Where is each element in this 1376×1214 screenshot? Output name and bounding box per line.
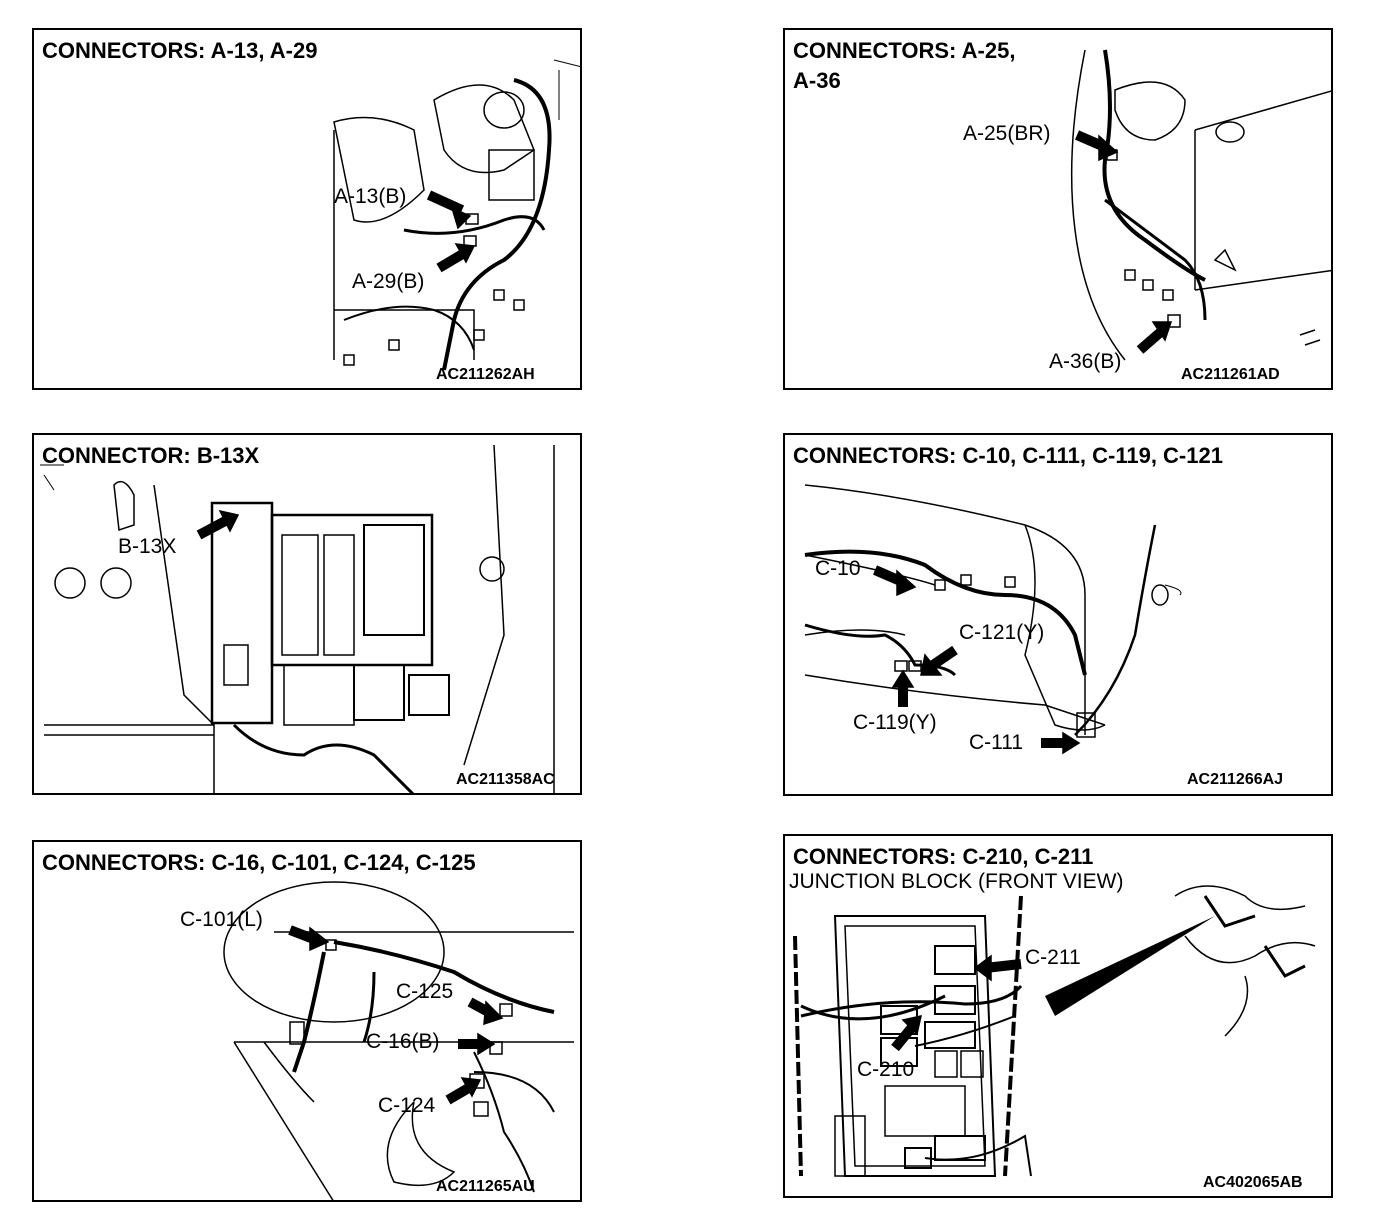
panel-title: CONNECTOR: B-13X bbox=[42, 443, 260, 468]
engine-bay-illustration bbox=[1070, 49, 1331, 361]
figure-code: AC211266AJ bbox=[1187, 771, 1284, 788]
diagram-panel-a25-a36: CONNECTORS: A-25, A-36 A-25(BR) A-36(B) … bbox=[783, 28, 1333, 390]
engine-harness-illustration bbox=[333, 59, 580, 371]
steering-column-harness-illustration bbox=[223, 881, 574, 1200]
diagram-panel-c10-c111-c119-c121: CONNECTORS: C-10, C-111, C-119, C-121 C-… bbox=[783, 433, 1333, 796]
figure-code: AC402065AB bbox=[1203, 1174, 1303, 1191]
fuse-box-illustration bbox=[40, 444, 555, 793]
figure-code: AC211265AU bbox=[436, 1178, 535, 1195]
callout-c101: C-101(L) bbox=[180, 908, 263, 931]
callout-a25: A-25(BR) bbox=[963, 122, 1051, 145]
arrow-c210 bbox=[891, 1022, 917, 1052]
figure-code: AC211358AC bbox=[456, 771, 555, 788]
zoom-pointer bbox=[1045, 916, 1215, 1016]
diagram-panel-b13x: CONNECTOR: B-13X B-13X AC211358AC bbox=[32, 433, 582, 795]
callout-c125: C-125 bbox=[396, 980, 454, 1003]
arrow-b13x bbox=[196, 514, 232, 540]
callout-c10: C-10 bbox=[815, 557, 861, 580]
callout-c210: C-210 bbox=[857, 1058, 915, 1081]
junction-block-illustration bbox=[793, 885, 1316, 1177]
figure-code: AC211262AH bbox=[436, 366, 535, 383]
diagram-panel-a13-a29: CONNECTORS: A-13, A-29 A-13(B) A-29(B) A… bbox=[32, 28, 582, 390]
panel-title: CONNECTORS: C-16, C-101, C-124, C-125 bbox=[42, 850, 476, 875]
callout-c211: C-211 bbox=[1025, 946, 1081, 969]
arrow-a13 bbox=[426, 190, 465, 215]
dash-harness-illustration bbox=[804, 484, 1182, 755]
arrow-c121 bbox=[930, 645, 958, 670]
callout-c121: C-121(Y) bbox=[959, 621, 1045, 644]
panel-title: CONNECTORS: A-25, A-36 bbox=[793, 38, 1016, 93]
panel-subtitle: JUNCTION BLOCK (FRONT VIEW) bbox=[789, 870, 1124, 893]
callout-b13x: B-13X bbox=[118, 535, 177, 558]
callout-c119: C-119(Y) bbox=[853, 711, 937, 734]
callout-c16: C-16(B) bbox=[366, 1030, 440, 1053]
arrow-a36 bbox=[1136, 326, 1167, 354]
panel-title: CONNECTORS: C-10, C-111, C-119, C-121 bbox=[793, 443, 1223, 468]
callout-a36: A-36(B) bbox=[1049, 350, 1122, 373]
diagram-panel-c210-c211: CONNECTORS: C-210, C-211 JUNCTION BLOCK … bbox=[783, 834, 1333, 1198]
callout-c111: C-111 bbox=[969, 731, 1024, 754]
callout-a13: A-13(B) bbox=[334, 185, 407, 208]
callout-c124: C-124 bbox=[378, 1094, 436, 1117]
figure-code: AC211261AD bbox=[1181, 366, 1280, 383]
callout-a29: A-29(B) bbox=[352, 270, 425, 293]
panel-title: CONNECTORS: C-210, C-211 bbox=[793, 844, 1094, 869]
panel-title: CONNECTORS: A-13, A-29 bbox=[42, 38, 318, 63]
diagram-panel-c16-c101-c124-c125: CONNECTORS: C-16, C-101, C-124, C-125 C-… bbox=[32, 840, 582, 1202]
